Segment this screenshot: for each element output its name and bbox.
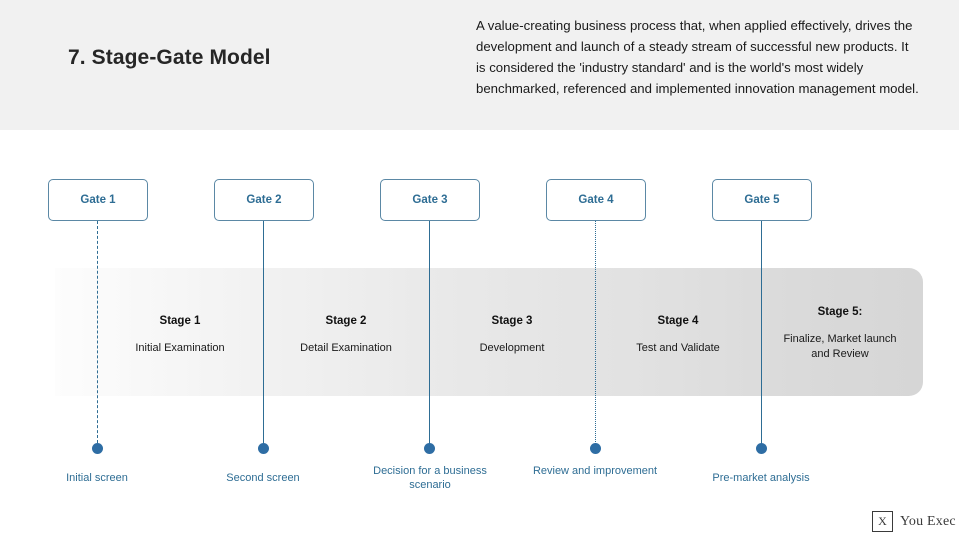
gate-box-1[interactable]: Gate 1	[48, 179, 148, 221]
milestone-dot-3	[424, 443, 435, 454]
youexec-logo: X You Exec	[872, 511, 956, 532]
page-description: A value-creating business process that, …	[476, 18, 919, 96]
connector-line-gate-5	[761, 221, 762, 448]
stage-title-2: Stage 2	[325, 315, 367, 327]
gate-label-3: Gate 3	[412, 194, 448, 206]
connector-line-gate-2	[263, 221, 264, 448]
stage-title-5: Stage 5:	[817, 306, 863, 318]
stage-label-1: Stage 1 Initial Examination	[95, 315, 265, 356]
stage-subtitle-4: Test and Validate	[636, 342, 720, 354]
logo-text: You Exec	[900, 513, 956, 529]
outcome-label-1: Initial screen	[66, 472, 128, 484]
outcome-label-5: Pre-market analysis	[712, 472, 810, 484]
stage-subtitle-3: Development	[479, 342, 545, 354]
connector-line-gate-1	[97, 221, 98, 448]
stage-title-4: Stage 4	[657, 315, 699, 327]
milestone-dot-4	[590, 443, 601, 454]
gate-label-1: Gate 1	[80, 194, 116, 206]
stage-label-3: Stage 3 Development	[427, 315, 597, 356]
stage-label-2: Stage 2 Detail Examination	[261, 315, 431, 356]
gate-box-4[interactable]: Gate 4	[546, 179, 646, 221]
milestone-dot-5	[756, 443, 767, 454]
outcome-label-2: Second screen	[226, 472, 300, 484]
connector-line-gate-4	[595, 221, 596, 448]
stage-label-4: Stage 4 Test and Validate	[593, 315, 763, 356]
stage-title-1: Stage 1	[159, 315, 201, 327]
gate-box-5[interactable]: Gate 5	[712, 179, 812, 221]
header-band	[0, 0, 959, 130]
stage-label-5: Stage 5: Finalize, Market launch and Rev…	[755, 306, 925, 362]
milestone-dot-2	[258, 443, 269, 454]
outcome-label-4: Review and improvement	[532, 465, 658, 477]
gate-box-2[interactable]: Gate 2	[214, 179, 314, 221]
stage-subtitle-2: Detail Examination	[300, 342, 392, 354]
logo-mark-icon: X	[872, 511, 893, 532]
gate-label-5: Gate 5	[744, 194, 780, 206]
milestone-dot-1	[92, 443, 103, 454]
stage-subtitle-5: Finalize, Market launch and Review	[783, 333, 897, 360]
outcome-label-3: Decision for a business scenario	[373, 465, 487, 491]
gate-label-2: Gate 2	[246, 194, 282, 206]
connector-line-gate-3	[429, 221, 430, 448]
gate-box-3[interactable]: Gate 3	[380, 179, 480, 221]
stage-gradient-band	[55, 268, 923, 396]
stage-subtitle-1: Initial Examination	[135, 342, 225, 354]
stage-title-3: Stage 3	[491, 315, 533, 327]
page-title: 7. Stage-Gate Model	[68, 46, 271, 69]
gate-label-4: Gate 4	[578, 194, 614, 206]
